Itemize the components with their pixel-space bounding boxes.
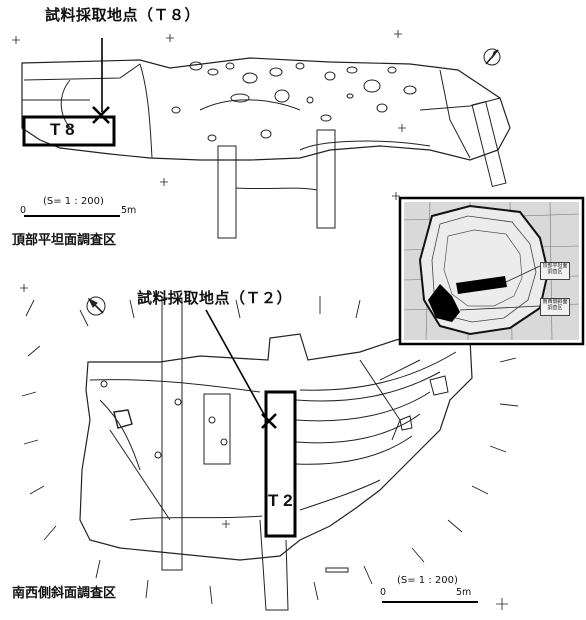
area-title-southwest-slope: 南西側斜面調査区 <box>12 586 117 601</box>
top-trench-strips <box>217 100 507 239</box>
scale-zero-bottom: 0 <box>380 587 387 598</box>
bottom-plan-outline <box>79 329 473 561</box>
bottom-trench-strips <box>161 297 349 611</box>
top-pits <box>171 61 417 142</box>
leader-line-t2 <box>205 309 267 419</box>
top-plan-outline <box>21 57 511 161</box>
inset-slope-area-marker <box>428 284 460 322</box>
slope-hachure-ticks <box>21 296 519 605</box>
sample-marker-t2-icon <box>261 413 277 429</box>
trench-box-t2 <box>264 390 297 538</box>
trench-label-t2: T 2 <box>268 491 293 510</box>
inset-tag-slope: 南西側斜面調査区 <box>540 298 570 316</box>
inset-map <box>398 196 585 346</box>
scale-zero-top: 0 <box>20 205 27 216</box>
north-arrow-top-icon <box>483 48 501 66</box>
scale-length-bottom: 5m <box>456 587 472 598</box>
sample-point-label-t8: 試料採取地点（Ｔ８） <box>45 6 201 24</box>
trench-box-t8 <box>22 115 116 147</box>
sample-marker-t8-icon <box>92 106 110 124</box>
trench-label-t8: T 8 <box>50 120 75 139</box>
top-grid-crosses <box>12 30 406 200</box>
north-arrow-bottom-icon <box>86 296 106 316</box>
inset-top-area-marker <box>456 276 507 294</box>
scale-length-top: 5m <box>121 205 137 216</box>
scale-ratio-bottom: (S= 1 : 200) <box>397 575 458 586</box>
sample-point-label-t2: 試料採取地点（Ｔ２） <box>137 289 293 307</box>
inset-tag-summit: 頂部平坦面調査区 <box>540 262 570 280</box>
area-title-summit: 頂部平坦面調査区 <box>12 233 117 248</box>
scale-ratio-top: (S= 1 : 200) <box>43 196 104 207</box>
